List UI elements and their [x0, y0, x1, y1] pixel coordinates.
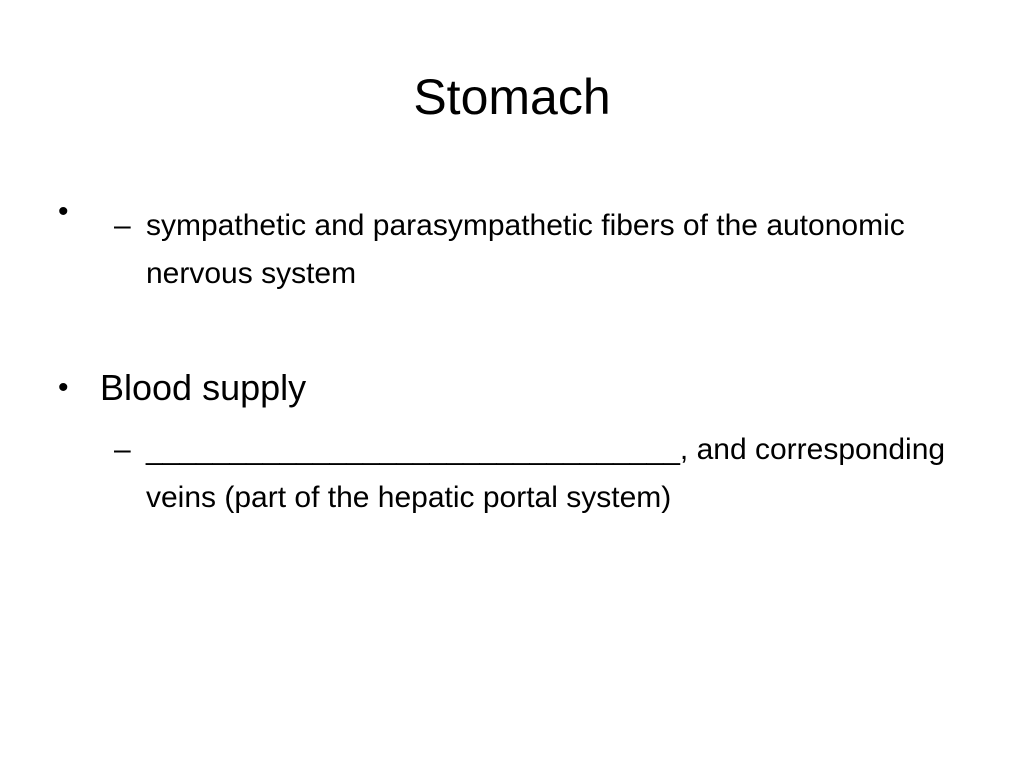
- bullet-item-2: • Blood supply: [58, 364, 958, 412]
- sub-bullet-item-2: – ________________________________, and …: [58, 426, 958, 522]
- slide-body: • – sympathetic and parasympathetic fibe…: [58, 188, 958, 522]
- bullet-marker: •: [58, 195, 69, 228]
- dash-marker: –: [114, 209, 131, 242]
- dash-marker: –: [114, 433, 131, 466]
- bullet-text: Blood supply: [100, 367, 307, 408]
- sub-bullet-item-1: – sympathetic and parasympathetic fibers…: [58, 202, 958, 298]
- bullet-marker: •: [58, 371, 69, 404]
- slide-title: Stomach: [413, 69, 611, 125]
- sub-bullet-text: ________________________________, and co…: [146, 433, 946, 514]
- sub-bullet-text: sympathetic and parasympathetic fibers o…: [146, 209, 905, 290]
